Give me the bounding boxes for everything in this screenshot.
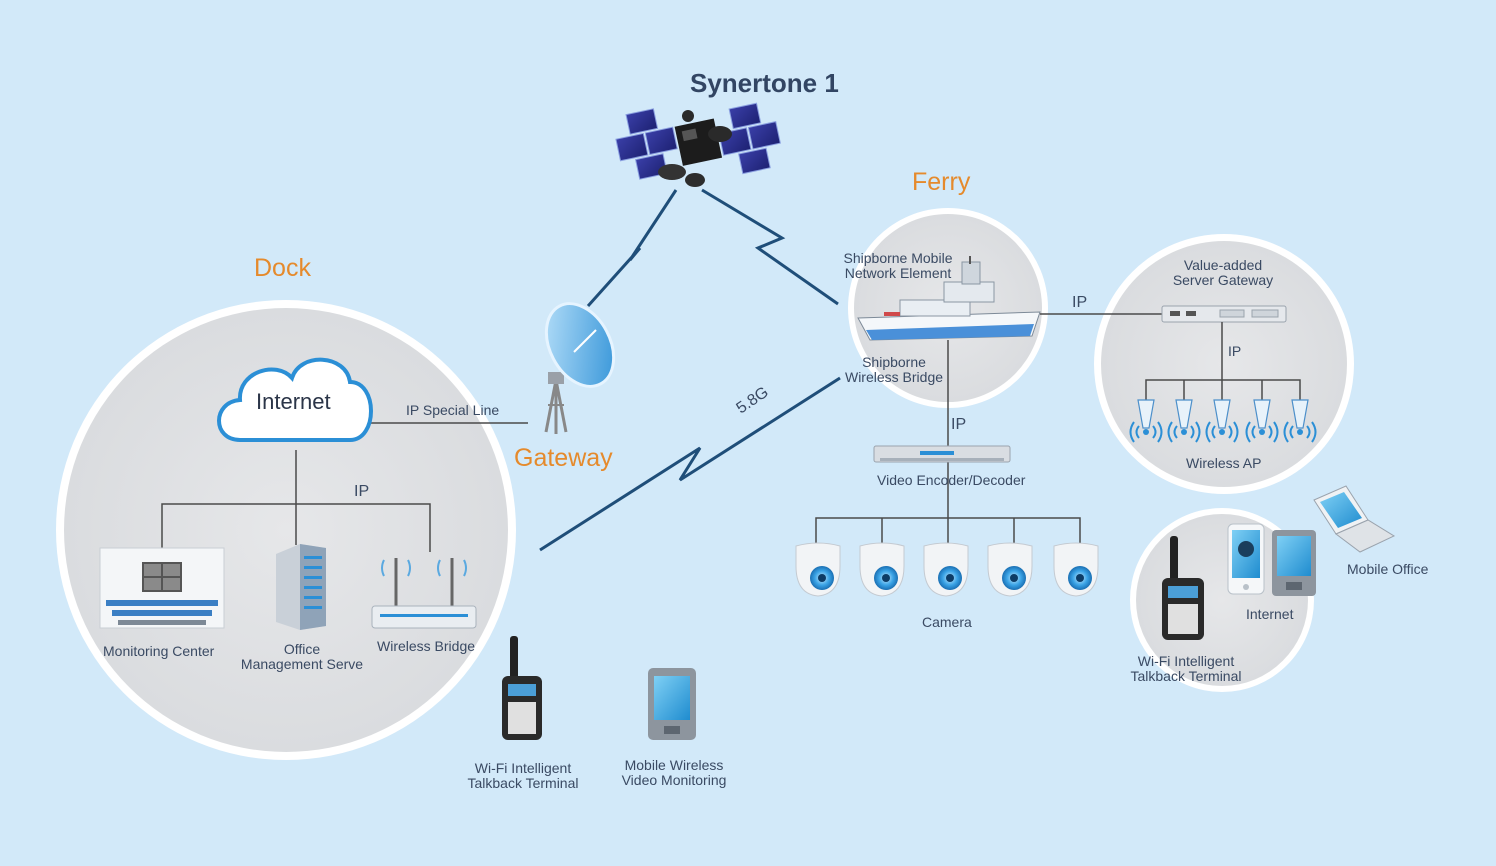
satellite-gateway-link [586, 189, 678, 308]
satellite-icon [615, 102, 781, 187]
wireless-bridge-label: Wireless Bridge [377, 638, 476, 654]
mobile-monitoring-label: Mobile Wireless Video Monitoring [616, 758, 732, 788]
walkie-talkie-icon [1162, 536, 1204, 640]
satellite-ferry-link [701, 188, 839, 306]
office-server-icon [276, 544, 326, 630]
shipborne-mobile-label: Shipborne Mobile Network Element [838, 251, 958, 281]
mobile-device-icon [648, 668, 696, 740]
ap-branch-line [1145, 379, 1301, 400]
wireless-bridge-icon [371, 558, 477, 629]
smartphone-icon [1227, 523, 1265, 595]
video-encoder-icon [873, 445, 1011, 463]
camera-icon [923, 542, 969, 597]
office-management-line-1: Office [283, 641, 321, 657]
tablet-icon [1272, 530, 1316, 596]
laptop-icon [1313, 485, 1396, 553]
gateway-label: Gateway [514, 444, 613, 472]
talkback-label: Wi-Fi Intelligent Talkback Terminal [462, 761, 584, 791]
camera-label: Camera [922, 614, 972, 630]
mobile-monitoring-line-2: Video Monitoring [621, 772, 727, 788]
shipborne-mobile-line-2: Network Element [844, 265, 952, 281]
server-gateway-label: Value-added Server Gateway [1166, 258, 1280, 288]
monitoring-center-label: Monitoring Center [103, 643, 215, 659]
mobile-talkback-line-1: Wi-Fi Intelligent [1137, 653, 1235, 669]
camera-icon [795, 542, 841, 597]
server-gateway-line-2: Server Gateway [1172, 272, 1274, 288]
camera-icon [859, 542, 905, 597]
camera-icon [1053, 542, 1099, 597]
ship-icon [857, 256, 1041, 341]
mobile-internet-label: Internet [1246, 606, 1294, 622]
server-gateway-line-1: Value-added [1183, 257, 1263, 273]
satellite-dish-icon [544, 302, 616, 434]
wireless-ap-icon [1283, 399, 1317, 443]
mobile-office-label: Mobile Office [1347, 561, 1429, 577]
server-gateway-icon [1161, 305, 1287, 323]
dock-label: Dock [254, 254, 311, 282]
internet-cloud-icon [217, 357, 373, 442]
talkback-line-2: Talkback Terminal [467, 775, 579, 791]
dock-ip-label: IP [354, 483, 370, 500]
office-management-line-2: Management Serve [240, 656, 364, 672]
ferry-ip-label: IP [1072, 294, 1088, 311]
ferry-ip-down-label: IP [951, 416, 967, 433]
shipborne-bridge-line-1: Shipborne [862, 354, 926, 370]
mobile-talkback-label: Wi-Fi Intelligent Talkback Terminal [1126, 654, 1246, 684]
shipborne-mobile-line-1: Shipborne Mobile [843, 250, 953, 266]
diagram-title: Synertone 1 [690, 68, 839, 98]
dock-branch-line [161, 503, 431, 552]
ferry-label: Ferry [912, 168, 971, 196]
mobile-circle [1130, 508, 1314, 692]
shipborne-bridge-label: Shipborne Wireless Bridge [840, 355, 948, 385]
wireless-ap-icon [1167, 399, 1201, 443]
mobile-talkback-line-2: Talkback Terminal [1130, 668, 1242, 684]
office-management-label: Office Management Serve [240, 642, 364, 672]
wireless-5g-link [539, 376, 841, 552]
wireless-ap-label: Wireless AP [1186, 455, 1262, 471]
server-ip-label: IP [1228, 343, 1242, 359]
dock-circle [56, 300, 516, 760]
wireless-ap-icon [1205, 399, 1239, 443]
mobile-monitoring-line-1: Mobile Wireless [624, 757, 724, 773]
wireless-ap-icon [1245, 399, 1279, 443]
talkback-line-1: Wi-Fi Intelligent [474, 760, 572, 776]
walkie-talkie-icon [502, 636, 542, 740]
ip-special-line-label: IP Special Line [406, 402, 500, 418]
internet-label: Internet [256, 389, 331, 414]
shipborne-bridge-line-2: Wireless Bridge [844, 369, 944, 385]
monitoring-center-icon [99, 547, 225, 629]
video-encoder-label: Video Encoder/Decoder [877, 472, 1026, 488]
wireless-ap-icon [1129, 399, 1163, 443]
camera-icon [987, 542, 1033, 597]
